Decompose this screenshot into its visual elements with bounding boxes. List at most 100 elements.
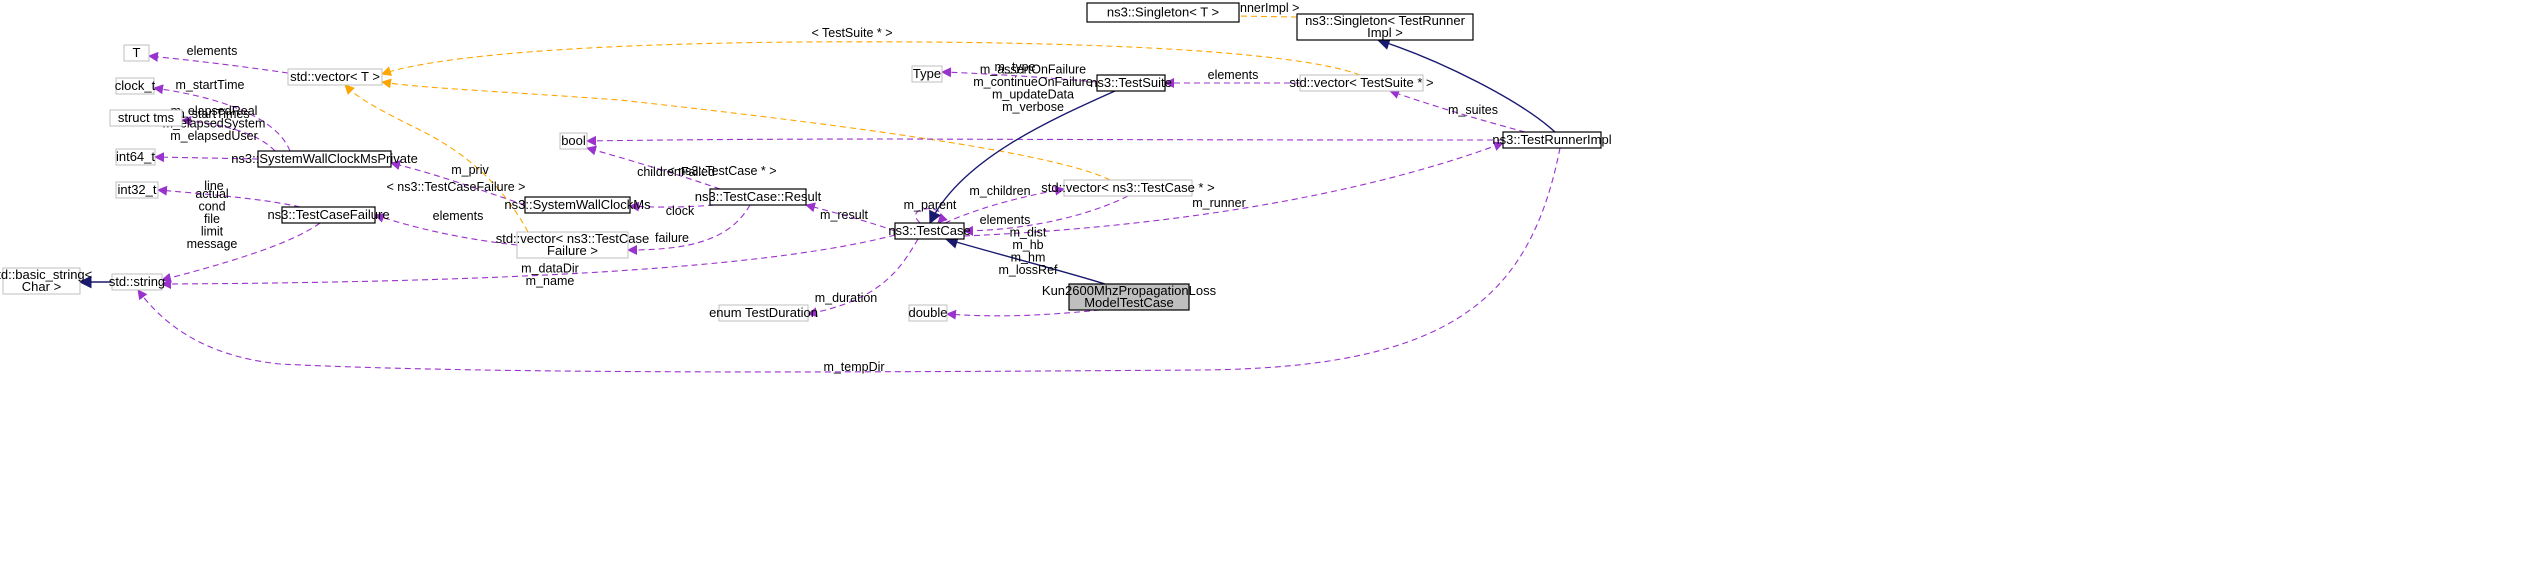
node-label-line: int32_t (117, 182, 156, 197)
node-label-line: ns3::Singleton< T > (1107, 5, 1219, 20)
suites-edge (1389, 89, 1526, 133)
node-label-line: ModelTestCase (1084, 295, 1174, 310)
priv-edge-label: m_priv (451, 163, 489, 177)
edge-label-line: file (204, 212, 220, 226)
node-int32[interactable]: int32_t (115, 181, 159, 199)
node-bool[interactable]: bool (559, 132, 588, 150)
edge-label-line: m_priv (451, 163, 489, 177)
edge-label-line: m_lossRef (998, 263, 1058, 277)
node-box (123, 44, 150, 62)
node-label-line: std::vector< ns3::TestCase (496, 231, 650, 246)
node-label: ns3::SystemWallClockMsPrivate (231, 151, 418, 166)
node-testsuite[interactable]: ns3::TestSuite (1090, 74, 1172, 92)
node-label-line: ns3::TestCase (888, 223, 970, 238)
clockedge-edge-label: clock (666, 204, 695, 218)
node-label-line: ns3::TestCaseFailure (267, 207, 389, 222)
node-swcm[interactable]: ns3::SystemWallClockMs (504, 196, 651, 214)
edge-label-line: m_elapsedSystem (163, 117, 266, 131)
node-t[interactable]: T (123, 44, 150, 62)
node-label-line: double (908, 305, 947, 320)
node-label-line: Type (913, 66, 941, 81)
node-vector-ts[interactable]: std::vector< TestSuite * > (1289, 74, 1434, 92)
node-box (1063, 179, 1193, 197)
edge-label-line: elements (1208, 68, 1259, 82)
node-singleton-t[interactable]: ns3::Singleton< T > (1086, 2, 1240, 23)
edge-label-line: limit (201, 225, 224, 239)
node-box (1296, 13, 1474, 41)
node-box (911, 65, 943, 83)
clock-edge (153, 84, 291, 152)
node-std-string[interactable]: std::string (109, 273, 165, 291)
failure-edge (627, 204, 751, 255)
node-vector-t[interactable]: std::vector< T > (287, 68, 383, 86)
edge-label-line: < ns3::TestCase * > (667, 164, 776, 178)
edge-label-line: m_tempDir (823, 360, 884, 374)
result-edge (805, 202, 896, 232)
testcase-star-edge-label: < ns3::TestCase * > (667, 164, 776, 178)
priv-edge (390, 160, 526, 206)
edge-label-line: m_verbose (1002, 100, 1064, 114)
node-label: std::basic_string<Char > (0, 267, 92, 294)
node-basic-string[interactable]: std::basic_string<Char > (0, 267, 92, 295)
testsuite-star-edge (381, 41, 1361, 76)
children-edge-label: m_children (969, 184, 1030, 198)
node-vector-tc[interactable]: std::vector< ns3::TestCase * > (1041, 179, 1215, 197)
node-type[interactable]: Type (911, 65, 943, 83)
node-int64[interactable]: int64_t (115, 148, 156, 166)
type-edge-label: m_type (995, 60, 1036, 74)
node-box (516, 231, 629, 259)
testsuite-star-edge-label: < TestSuite * > (811, 26, 892, 40)
tms-edge-label: m_startTimes (174, 107, 249, 121)
node-label: Type (913, 66, 941, 81)
node-label-line: ns3::Singleton< TestRunner (1305, 13, 1466, 28)
childfailed-edge-label: childrenFailed (637, 165, 715, 179)
elements-t-edge-label: elements (187, 44, 238, 58)
edge-label-line: actual (195, 187, 228, 201)
node-tcf[interactable]: ns3::TestCaseFailure (267, 206, 390, 224)
node-label-line: std::basic_string< (0, 267, 92, 282)
node-box (1068, 283, 1190, 311)
node-box (1086, 2, 1240, 23)
node-testcase[interactable]: ns3::TestCase (888, 222, 971, 240)
node-box (115, 148, 156, 166)
node-clock-t[interactable]: clock_t (115, 77, 156, 95)
edge-label-line: m_type (995, 60, 1036, 74)
edge-label-line: m_updateData (992, 88, 1074, 102)
edge-label-line: m_hm (1011, 251, 1046, 265)
node-label: std::vector< ns3::TestCase * > (1041, 180, 1214, 195)
node-label-line: Failure > (547, 243, 598, 258)
node-box (559, 132, 588, 150)
edge-label-line: m_assertOnFailure (980, 63, 1086, 77)
node-label-line: struct tms (118, 110, 175, 125)
node-testrunner[interactable]: ns3::TestRunnerImpl (1492, 131, 1612, 149)
strfields-edge (161, 222, 321, 283)
type-edge (941, 67, 1098, 83)
edge-label-line: < ns3::TestCaseFailure > (387, 180, 526, 194)
node-label-line: bool (561, 133, 586, 148)
suite-inherit-edge (929, 90, 1116, 225)
node-label-line: ns3::TestCase::Result (695, 189, 822, 204)
node-label: std::vector< T > (290, 69, 380, 84)
node-result[interactable]: ns3::TestCase::Result (695, 188, 822, 206)
node-swcm-private[interactable]: ns3::SystemWallClockMsPrivate (231, 150, 418, 168)
node-label-line: std::vector< TestSuite * > (1289, 75, 1433, 90)
node-box (111, 273, 163, 291)
failure-edge-label: failure (655, 231, 689, 245)
edge-label-line: line (204, 179, 224, 193)
node-struct-tms[interactable]: struct tms (109, 109, 183, 127)
elements-t-edge (148, 51, 289, 74)
result-edge-label: m_result (820, 208, 868, 222)
line-edge (157, 185, 301, 208)
node-label-line: Char > (22, 279, 61, 294)
node-double[interactable]: double (908, 304, 948, 322)
duration-edge (807, 238, 919, 318)
double-edge (946, 309, 1101, 320)
childfailed-edge (586, 145, 721, 190)
node-enum-td[interactable]: enum TestDuration (709, 304, 818, 322)
node-box (894, 222, 965, 240)
